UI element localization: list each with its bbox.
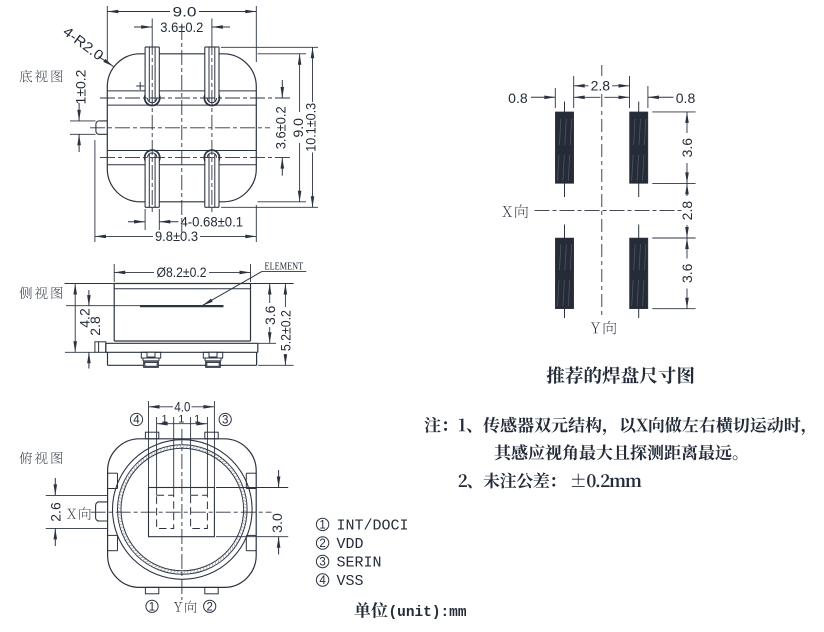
svg-text:2: 2	[319, 538, 325, 550]
svg-text:1: 1	[319, 520, 325, 532]
svg-text:SERIN: SERIN	[337, 555, 382, 572]
svg-text:0.8: 0.8	[676, 90, 696, 106]
svg-text:9.8±0.3: 9.8±0.3	[155, 228, 198, 244]
svg-text:3.0: 3.0	[269, 513, 285, 533]
svg-text:4-0.68±0.1: 4-0.68±0.1	[181, 214, 244, 230]
svg-text:4.2: 4.2	[77, 308, 93, 328]
svg-text:5.2±0.2: 5.2±0.2	[277, 310, 293, 351]
svg-text:INT/DOCI: INT/DOCI	[337, 517, 409, 534]
svg-text:4.0: 4.0	[174, 399, 190, 415]
svg-text:VDD: VDD	[337, 536, 364, 553]
svg-text:4: 4	[133, 415, 140, 427]
svg-text:4: 4	[319, 575, 326, 587]
svg-text:2.8: 2.8	[591, 78, 611, 94]
svg-text:2.8: 2.8	[679, 201, 695, 221]
svg-text:3.6: 3.6	[679, 138, 695, 158]
svg-text:2.8: 2.8	[87, 316, 103, 336]
svg-text:3.6: 3.6	[262, 305, 278, 325]
svg-text:1: 1	[149, 602, 155, 614]
svg-text:1±0.2: 1±0.2	[73, 69, 89, 104]
svg-text:Ø8.2±0.2: Ø8.2±0.2	[157, 264, 207, 280]
svg-text:3: 3	[222, 415, 228, 427]
svg-text:0.8: 0.8	[508, 90, 528, 106]
svg-text:3.6±0.2: 3.6±0.2	[160, 19, 203, 35]
svg-text:9.0: 9.0	[290, 118, 306, 138]
svg-text:2: 2	[206, 602, 212, 614]
svg-text:3.6±0.2: 3.6±0.2	[273, 106, 289, 149]
svg-text:ELEMENT: ELEMENT	[265, 260, 304, 272]
svg-text:2.6: 2.6	[47, 502, 63, 522]
svg-text:1: 1	[162, 413, 168, 425]
svg-text:9.0: 9.0	[173, 3, 197, 19]
svg-text:1: 1	[178, 413, 184, 425]
svg-text:1: 1	[194, 413, 200, 425]
svg-text:3.6: 3.6	[679, 263, 695, 283]
svg-text:(unit):mm: (unit):mm	[389, 605, 467, 621]
svg-text:VSS: VSS	[337, 573, 364, 590]
svg-text:3: 3	[319, 557, 325, 569]
svg-text:10.1±0.3: 10.1±0.3	[303, 103, 319, 152]
